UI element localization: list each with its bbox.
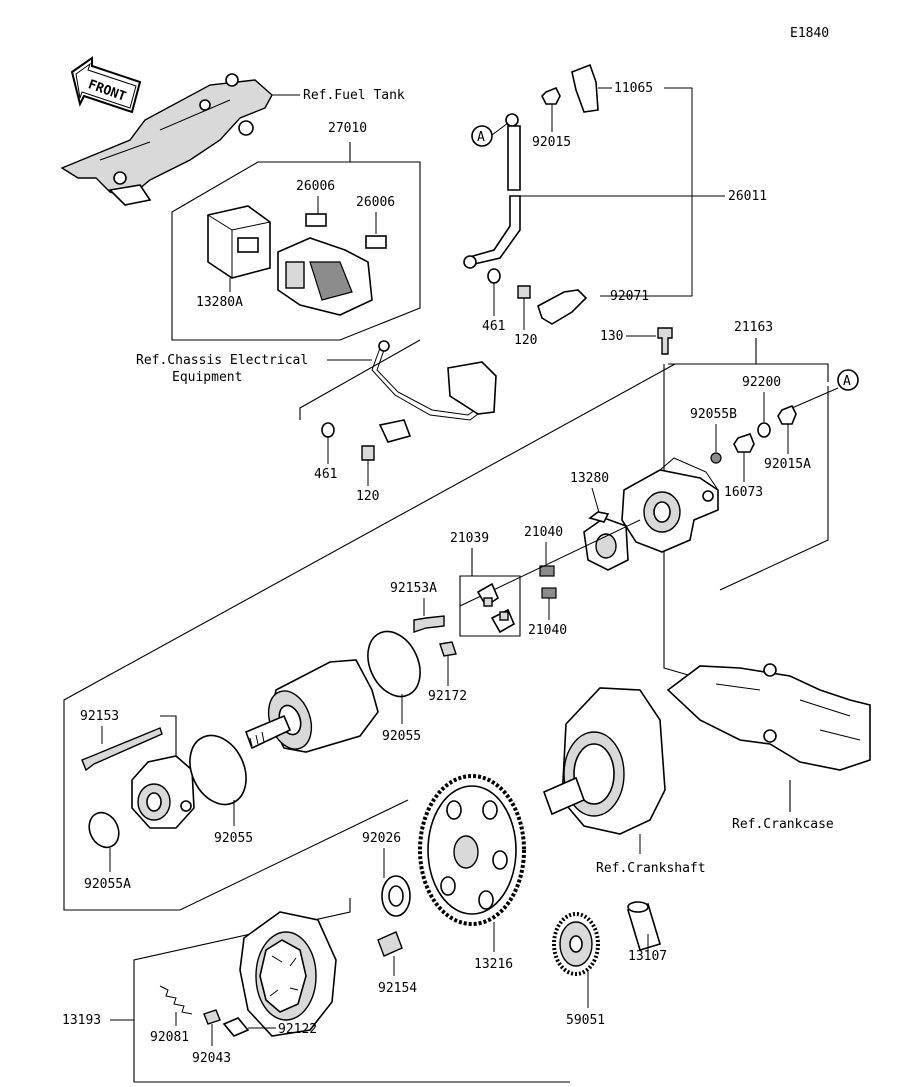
starter-front-cover (131, 755, 195, 829)
roller-92122 (222, 1017, 250, 1037)
label-461-a: 461 (482, 319, 505, 334)
label-11065: 11065 (614, 81, 653, 96)
label-26011: 26011 (728, 189, 767, 204)
label-92154: 92154 (378, 981, 417, 996)
label-27010: 27010 (328, 121, 367, 136)
diagram-code: E1840 (790, 26, 829, 41)
ref-crankcase: Ref.Crankcase (732, 817, 834, 832)
label-16073: 16073 (724, 485, 763, 500)
label-92015a: 92015A (764, 457, 811, 472)
crankshaft-reference (542, 687, 666, 835)
label-13193: 13193 (62, 1013, 101, 1028)
label-21040-a: 21040 (524, 525, 563, 540)
chassis-harness (371, 340, 497, 443)
ref-chassis-line1: Ref.Chassis Electrical (136, 353, 308, 368)
ref-chassis-line2: Equipment (172, 370, 242, 385)
label-21040-b: 21040 (528, 623, 567, 638)
label-92015: 92015 (532, 135, 571, 150)
washer-92200 (757, 422, 771, 438)
label-92081: 92081 (150, 1030, 189, 1045)
label-120-b: 120 (356, 489, 379, 504)
marker-a-top-text: A (477, 130, 485, 145)
label-92055-a: 92055 (382, 729, 421, 744)
label-13280a: 13280A (196, 295, 243, 310)
spring-92081 (159, 985, 193, 1015)
label-92172: 92172 (428, 689, 467, 704)
label-92055b: 92055B (690, 407, 737, 422)
label-92153: 92153 (80, 709, 119, 724)
oring-92055-a (367, 630, 421, 698)
bolt-120-a (517, 285, 531, 299)
nut-16073 (733, 433, 755, 453)
ref-crankshaft: Ref.Crankshaft (596, 861, 706, 876)
bolt-92154 (377, 931, 403, 957)
brush-holder-13280 (583, 511, 629, 571)
front-arrow-icon: FRONT (70, 56, 142, 114)
fuse-26006-a (305, 213, 327, 227)
bolt-92153 (81, 727, 163, 772)
washer-461-b (321, 422, 335, 438)
label-26006-a: 26006 (296, 179, 335, 194)
ref-fuel-tank: Ref.Fuel Tank (303, 88, 405, 103)
washer-461-a (487, 268, 501, 284)
screw-92153a (413, 615, 445, 633)
label-120-a: 120 (514, 333, 537, 348)
oring-92055b (710, 452, 722, 464)
label-21039: 21039 (450, 531, 489, 546)
label-13107: 13107 (628, 949, 667, 964)
starter-relay (277, 237, 373, 316)
idle-gear-59051 (552, 912, 600, 976)
label-92026: 92026 (362, 831, 401, 846)
oring-92055a (88, 811, 120, 849)
bolt-120-b (361, 445, 375, 461)
starter-cable (463, 113, 521, 269)
marker-a-right-text: A (843, 374, 851, 389)
starter-motor-yoke (244, 659, 379, 753)
label-92200: 92200 (742, 375, 781, 390)
label-92071: 92071 (610, 289, 649, 304)
label-92055-b: 92055 (214, 831, 253, 846)
bolt-130 (657, 327, 673, 355)
starter-clutch-gear-13216 (418, 774, 526, 926)
terminal-boot-11065 (571, 63, 599, 113)
spring-21040-a (539, 565, 555, 577)
spring-21040-b (541, 587, 557, 599)
label-13280: 13280 (570, 471, 609, 486)
one-way-clutch-13193 (239, 911, 337, 1037)
label-461-b: 461 (314, 467, 337, 482)
label-59051: 59051 (566, 1013, 605, 1028)
label-130: 130 (600, 329, 623, 344)
oring-92055-b (189, 734, 247, 806)
screw-92172 (439, 641, 457, 657)
label-92153a: 92153A (390, 581, 437, 596)
brush-set-21039 (476, 582, 516, 634)
marker-a-top (471, 125, 493, 147)
nut-92015 (541, 86, 561, 105)
label-21163: 21163 (734, 320, 773, 335)
crankcase-reference (666, 663, 871, 771)
fuel-tank-bracket (60, 73, 273, 206)
label-92043: 92043 (192, 1051, 231, 1066)
label-92122: 92122 (278, 1022, 317, 1037)
relay-13280a (207, 205, 271, 279)
label-26006-b: 26006 (356, 195, 395, 210)
nut-92015a (777, 404, 797, 425)
label-13216: 13216 (474, 957, 513, 972)
pin-92043 (203, 1009, 221, 1025)
marker-a-right (837, 369, 859, 391)
fuse-26006-b (365, 235, 387, 249)
terminal-cap-92071 (537, 289, 588, 325)
starter-end-cover (621, 457, 719, 553)
label-92055a: 92055A (84, 877, 131, 892)
